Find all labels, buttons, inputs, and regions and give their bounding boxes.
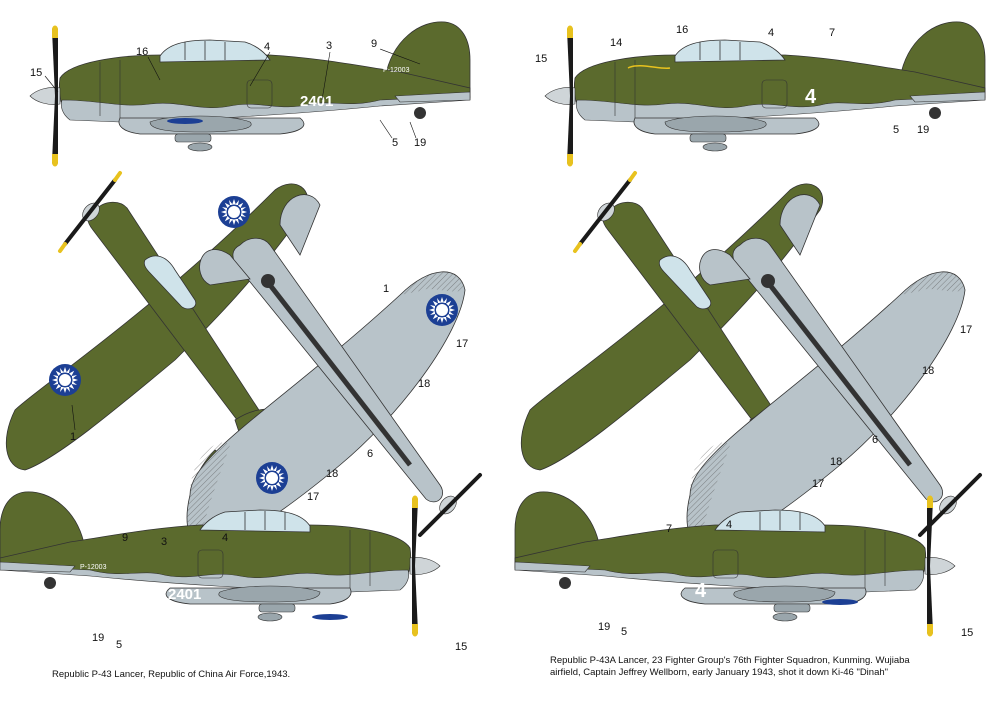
callout-9: 9 [371, 38, 377, 50]
callout-19-right: 19 [917, 124, 929, 136]
left-lower-plan: 1 17 18 6 18 17 [187, 195, 480, 551]
left-top-profile: P-12003 2401 16 4 3 9 15 5 19 [29, 21, 471, 168]
aircraft-code-right-bottom: 4 [695, 580, 707, 602]
left-caption: Republic P-43 Lancer, Republic of China … [52, 669, 291, 680]
right-caption: Republic P-43A Lancer, 23 Fighter Group'… [550, 655, 990, 679]
callout-5-right-bottom: 5 [621, 626, 627, 638]
callout-17-upper: 17 [456, 338, 468, 350]
right-caption-line2: airfield, Captain Jeffrey Wellborn, earl… [550, 667, 889, 678]
callout-7: 7 [829, 27, 835, 39]
callout-18-lower: 18 [326, 468, 338, 480]
callout-1-under: 1 [383, 283, 389, 295]
callout-4-bottom: 4 [222, 532, 228, 544]
right-lower-plan: 17 18 6 18 17 [687, 195, 980, 551]
right-top-profile: 4 16 14 4 7 15 5 19 [535, 21, 986, 168]
callout-14: 14 [610, 37, 622, 49]
callout-16-right: 16 [676, 24, 688, 36]
callout-6: 6 [367, 448, 373, 460]
callout-17-lower: 17 [307, 491, 319, 503]
callout-4-right: 4 [768, 27, 774, 39]
callout-5-bottom: 5 [116, 639, 122, 651]
serial-label-bottom: P-12003 [80, 564, 107, 571]
callout-19-bottom: 19 [92, 632, 104, 644]
callout-15-bottom: 15 [455, 641, 467, 653]
callout-7-bottom: 7 [666, 523, 672, 535]
callout-5: 5 [392, 137, 398, 149]
left-upper-plan: 1 [4, 171, 310, 507]
callout-15: 15 [30, 67, 42, 79]
callout-3: 3 [326, 40, 332, 52]
callout-1: 1 [70, 431, 76, 443]
callout-9-bottom: 9 [122, 532, 128, 544]
callout-6-right: 6 [872, 434, 878, 446]
aircraft-code-right: 4 [805, 86, 817, 108]
callout-3-bottom: 3 [161, 536, 167, 548]
aircraft-code-bottom: 2401 [168, 586, 201, 603]
aircraft-code: 2401 [300, 93, 333, 110]
callout-5-right: 5 [893, 124, 899, 136]
callout-17-right-upper: 17 [960, 324, 972, 336]
callout-4-right-bottom: 4 [726, 519, 732, 531]
callout-16: 16 [136, 46, 148, 58]
callout-18-right-upper: 18 [922, 365, 934, 377]
left-bottom-profile: P-12003 2401 9 3 4 19 5 15 [0, 491, 467, 653]
callout-19-right-bottom: 19 [598, 621, 610, 633]
callout-4: 4 [264, 41, 270, 53]
right-bottom-profile: 4 7 4 19 5 15 [514, 491, 973, 639]
right-caption-line1: Republic P-43A Lancer, 23 Fighter Group'… [550, 655, 910, 666]
callout-18-upper: 18 [418, 378, 430, 390]
callout-15-right-bottom: 15 [961, 627, 973, 639]
callout-17-right-lower: 17 [812, 478, 824, 490]
serial-label: P-12003 [383, 67, 410, 74]
callout-15-right: 15 [535, 53, 547, 65]
callout-18-right-lower: 18 [830, 456, 842, 468]
callout-19: 19 [414, 137, 426, 149]
